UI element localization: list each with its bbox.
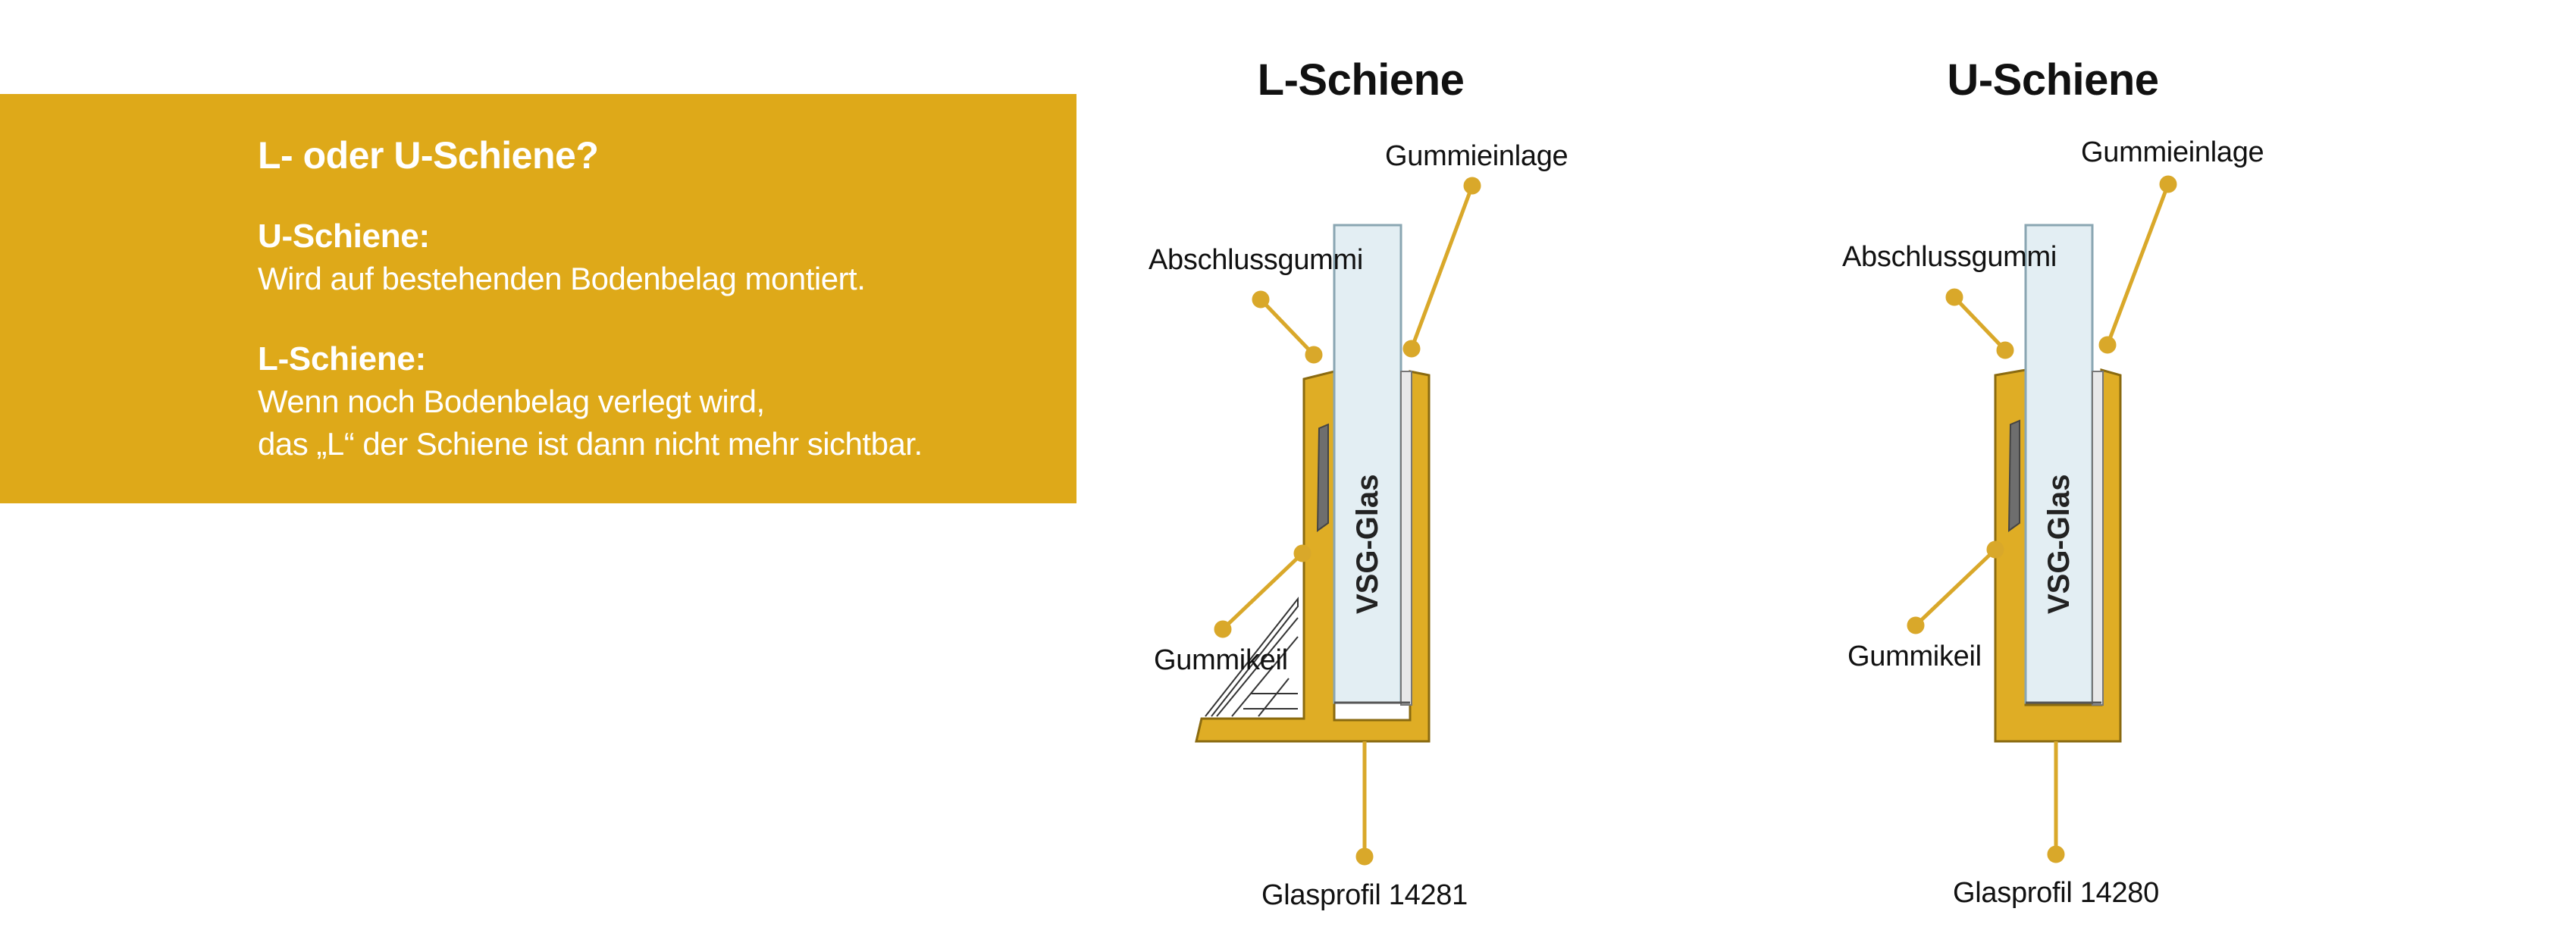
u-schiene-text: Wird auf bestehenden Bodenbelag montiert… bbox=[258, 261, 866, 296]
l-label-gummieinlage: Gummieinlage bbox=[1385, 140, 1568, 172]
l-schiene-section: L-Schiene: Wenn noch Bodenbelag verlegt … bbox=[258, 338, 923, 465]
gummieinlage-shape bbox=[1400, 371, 1412, 706]
u-schiene-title: U-Schiene bbox=[1947, 55, 2159, 105]
l-glass-label: VSG-Glas bbox=[1351, 474, 1384, 614]
l-schiene-text-line-1: Wenn noch Bodenbelag verlegt wird, bbox=[258, 384, 765, 419]
u-glass-label: VSG-Glas bbox=[2042, 474, 2076, 614]
floor-hatch bbox=[1205, 597, 1299, 717]
u-leaders bbox=[1907, 175, 2177, 863]
gummikeil-shape bbox=[1316, 423, 1329, 532]
info-text-block: L- oder U-Schiene? U-Schiene: Wird auf b… bbox=[258, 133, 923, 503]
u-label-gummieinlage: Gummieinlage bbox=[2081, 136, 2264, 168]
u-label-profile: Glasprofil 14280 bbox=[1953, 877, 2159, 909]
u-schiene-section: U-Schiene: Wird auf bestehenden Bodenbel… bbox=[258, 215, 923, 300]
l-label-profile: Glasprofil 14281 bbox=[1261, 879, 1468, 911]
u-vsg-glass-pane bbox=[2024, 224, 2094, 704]
vsg-glass-pane bbox=[1333, 224, 1402, 704]
info-panel: L- oder U-Schiene? U-Schiene: Wird auf b… bbox=[0, 94, 1076, 503]
u-gummikeil-shape bbox=[2007, 419, 2020, 532]
u-gummieinlage-shape bbox=[2092, 371, 2104, 706]
l-label-abschlussgummi: Abschlussgummi bbox=[1149, 244, 1364, 276]
info-title: L- oder U-Schiene? bbox=[258, 134, 599, 177]
l-leaders bbox=[1214, 177, 1481, 866]
u-label-abschlussgummi: Abschlussgummi bbox=[1842, 241, 2057, 273]
u-schiene-heading: U-Schiene: bbox=[258, 218, 430, 255]
u-label-gummikeil: Gummikeil bbox=[1847, 641, 1982, 672]
l-label-gummikeil: Gummikeil bbox=[1154, 644, 1288, 676]
l-schiene-title: L-Schiene bbox=[1257, 55, 1465, 105]
l-schiene-text-line-2: das „L“ der Schiene ist dann nicht mehr … bbox=[258, 426, 923, 462]
l-schiene-heading: L-Schiene: bbox=[258, 340, 426, 377]
